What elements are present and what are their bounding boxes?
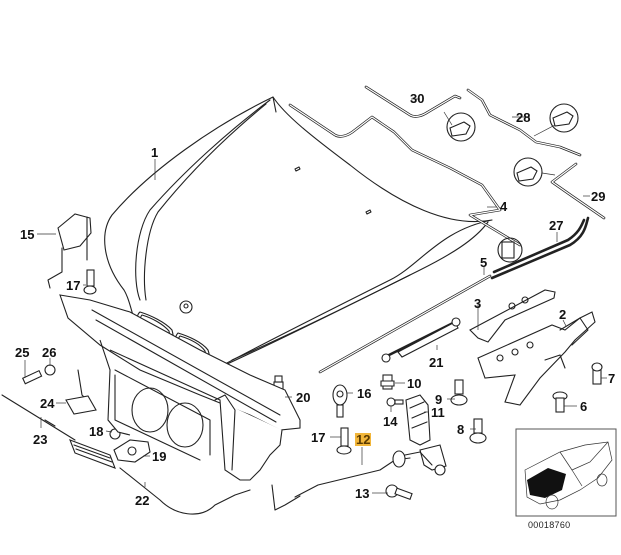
callout-22[interactable]: 22 [135, 493, 150, 508]
callout-4[interactable]: 4 [500, 199, 508, 214]
callout-2[interactable]: 2 [559, 307, 567, 322]
callout-6[interactable]: 6 [580, 399, 588, 414]
inset-car-thumbnail [515, 428, 617, 517]
callout-13[interactable]: 13 [355, 486, 370, 501]
callout-12-highlighted[interactable]: 12 [355, 432, 372, 447]
callout-25[interactable]: 25 [15, 345, 30, 360]
callout-21[interactable]: 21 [429, 355, 444, 370]
callout-16[interactable]: 16 [357, 386, 372, 401]
callout-11[interactable]: 11 [431, 405, 445, 420]
holder-19-drawing [113, 439, 151, 463]
seal-4-drawing [288, 103, 522, 247]
callout-28[interactable]: 28 [516, 110, 531, 125]
callout-17-right[interactable]: 17 [311, 430, 326, 445]
callout-29[interactable]: 29 [591, 189, 606, 204]
cable-22-23-drawing [1, 394, 301, 515]
callout-17-left[interactable]: 17 [66, 278, 81, 293]
callout-27[interactable]: 27 [549, 218, 564, 233]
callout-10[interactable]: 10 [407, 376, 422, 391]
callout-9[interactable]: 9 [435, 392, 443, 407]
gas-strut-21-drawing [381, 317, 461, 363]
seal-5-drawing [318, 274, 492, 374]
callout-7[interactable]: 7 [608, 371, 616, 386]
diagram-reference-number: 00018760 [528, 520, 571, 530]
front-carrier-drawing [59, 294, 301, 481]
callout-23[interactable]: 23 [33, 432, 48, 447]
hood-lock-11-drawing [405, 394, 447, 476]
hood-catch-15-drawing [47, 213, 92, 289]
callout-5[interactable]: 5 [480, 255, 488, 270]
seal-30-drawing [364, 85, 476, 142]
callout-18[interactable]: 18 [89, 424, 104, 439]
callout-8[interactable]: 8 [457, 422, 465, 437]
callout-15[interactable]: 15 [20, 227, 35, 242]
callout-3[interactable]: 3 [474, 296, 482, 311]
cable-12-drawing [294, 450, 433, 498]
callout-19[interactable]: 19 [152, 449, 167, 464]
callout-24[interactable]: 24 [40, 396, 55, 411]
callout-14[interactable]: 14 [383, 414, 398, 429]
callout-1[interactable]: 1 [151, 145, 159, 160]
leader-lines [24, 98, 607, 494]
callout-30[interactable]: 30 [410, 91, 425, 106]
bracket-24-drawing [65, 395, 97, 415]
hood-drawing [104, 96, 493, 373]
bolts-drawing [22, 269, 603, 500]
callout-20[interactable]: 20 [296, 390, 311, 405]
seal-27-drawing [490, 216, 590, 280]
callout-26[interactable]: 26 [42, 345, 57, 360]
seal-29-drawing [513, 157, 606, 220]
seal-28-drawing [466, 88, 582, 157]
hinge-drawing [469, 289, 596, 406]
